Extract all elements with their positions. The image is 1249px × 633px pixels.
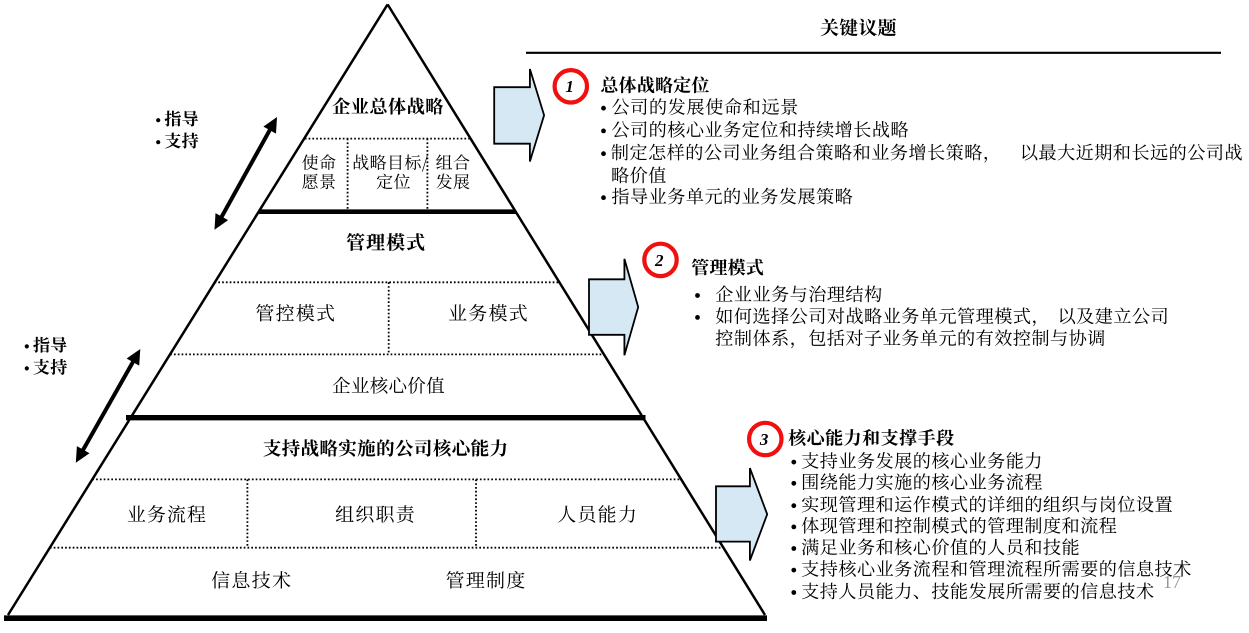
svg-text:1: 1 [565,77,574,96]
svg-text:2: 2 [654,251,664,270]
svg-text:3: 3 [759,430,769,449]
svg-text:17: 17 [1163,572,1181,592]
